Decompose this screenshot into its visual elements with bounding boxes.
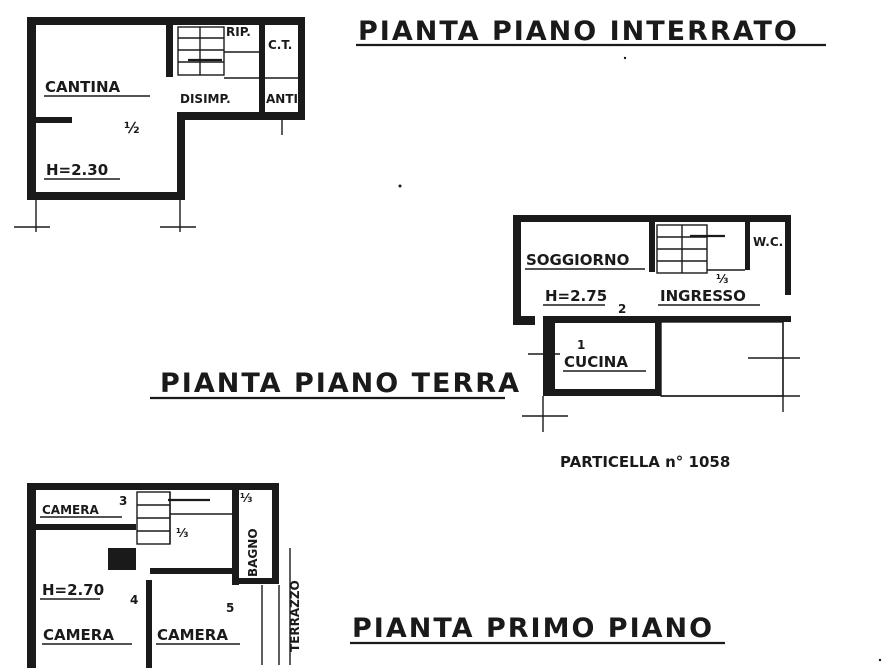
title-interrato: PIANTA PIANO INTERRATO [358,16,799,47]
basement-wall-right [298,17,305,120]
first-num-5: 5 [226,601,234,615]
basement-wall-stair [166,17,173,77]
ground-wall-kitchen-right [655,316,661,396]
basement-stair [177,26,298,79]
first-wall-left [27,483,36,668]
ground-wall-wc [745,222,750,270]
room-label-soggiorno: SOGGIORNO [526,251,629,269]
first-wall-core [108,548,136,570]
ground-wall-right [785,215,791,295]
particella-label: PARTICELLA n° 1058 [560,453,730,471]
ground-stair [656,224,745,274]
room-label-camera-2: CAMERA [43,626,114,644]
first-height: H=2.70 [42,581,104,599]
first-wall-right [272,483,279,583]
basement-wall-bottom [27,192,185,200]
basement-wall-service-bottom [177,112,305,120]
first-floor-plan: CAMERA 3 ⅓ ⅓ BAGNO H=2.70 4 5 CAMERA CAM… [27,483,302,668]
first-wall-bagno [232,490,239,585]
room-label-cucina: CUCINA [564,353,628,371]
ground-wall-kitchen-left [543,316,555,396]
ground-wall-terrace [661,316,791,322]
cantina-mark: ½ [124,119,140,137]
first-wall-top [27,483,279,490]
ground-height: H=2.75 [545,287,607,305]
basement-height: H=2.30 [46,161,108,179]
ground-wall-top [513,215,791,222]
room-label-terrazzo: TERRAZZO [288,580,302,652]
first-wall-bagno-bottom [239,578,279,584]
room-label-ingresso: INGRESSO [660,287,746,305]
ground-wall-stair [649,222,655,272]
basement-wall-left [27,17,36,200]
room-label-wc: W.C. [753,235,783,249]
ground-wall-stub [521,316,535,325]
first-wall-camera-bottom [36,524,136,530]
room-label-camera-3: CAMERA [157,626,228,644]
room-label-ct: C.T. [268,38,292,52]
camera-1-num: 3 [119,494,127,508]
basement-plan: CANTINA ½ H=2.30 RIP. C.T. DISIMP. ANTI [14,17,305,232]
kitchen-num: 1 [577,338,585,352]
first-num-4: 4 [130,593,138,607]
first-stair [136,491,232,545]
room-label-cantina: CANTINA [45,78,121,96]
room-label-rip: RIP. [226,25,251,39]
ingresso-mark: ⅓ [716,272,728,286]
ground-wall-kitchen-bottom [555,389,655,396]
room-label-disimp: DISIMP. [180,92,231,106]
ground-wall-left [513,215,521,325]
first-wall-mid [150,568,238,574]
title-terra: PIANTA PIANO TERRA [160,368,521,399]
ground-wall-kitchen-top [555,316,655,323]
room-label-camera-1: CAMERA [42,503,99,517]
first-wall-camera-divider [146,580,152,668]
landing-mark: ⅓ [176,526,188,540]
room-label-anti: ANTI [266,92,298,106]
ground-num-2: 2 [618,302,626,316]
basement-wall-step [177,112,185,200]
basement-wall-stub [36,117,72,123]
ground-floor-plan: SOGGIORNO W.C. H=2.75 2 ⅓ INGRESSO 1 CUC… [513,215,800,432]
title-primo: PIANTA PRIMO PIANO [352,613,714,644]
room-label-bagno: BAGNO [246,528,260,577]
bagno-mark: ⅓ [240,491,252,505]
basement-wall-ct [259,20,265,115]
